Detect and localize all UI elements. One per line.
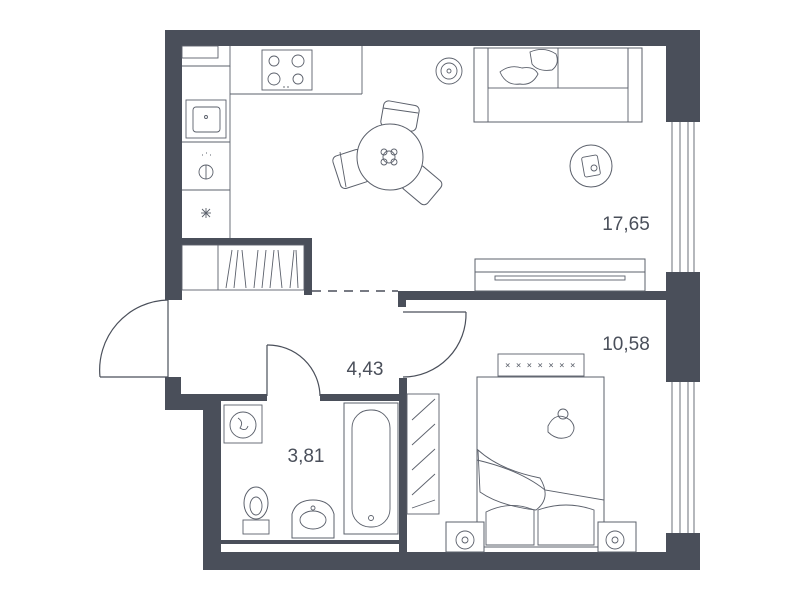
area-label-bathroom: 3,81 xyxy=(288,446,325,467)
wardrobe-hangers xyxy=(225,249,299,289)
sofa xyxy=(473,47,643,123)
bedroom-door xyxy=(402,311,467,378)
area-labels: 17,65 10,58 4,43 3,81 xyxy=(288,214,650,467)
wall-bath-bottom-strip xyxy=(221,540,399,544)
wall-left-upper xyxy=(165,30,182,300)
kitchen-sink-icon xyxy=(185,99,227,139)
bedroom-wardrobe xyxy=(406,393,440,515)
wall-top xyxy=(165,30,700,46)
wall-bath-bedroom xyxy=(399,378,407,552)
kitchen-counter-corner xyxy=(182,46,231,67)
area-label-hall: 4,43 xyxy=(347,359,384,380)
hall-wardrobe xyxy=(181,244,305,291)
cushion-two xyxy=(529,49,558,71)
wall-closet-right xyxy=(304,238,312,295)
doors xyxy=(99,290,467,397)
washbasin-icon xyxy=(291,499,335,539)
dining-table xyxy=(332,100,443,206)
wall-left-bathroom xyxy=(203,394,221,570)
wall-closet-top xyxy=(182,238,312,245)
bed-headboard-pattern: × × × × × × × xyxy=(497,353,585,377)
round-table xyxy=(356,123,424,191)
washing-machine-icon xyxy=(223,404,263,444)
wall-bath-top-left xyxy=(221,394,267,401)
pillow-left xyxy=(485,505,535,546)
bathtub-icon xyxy=(343,402,399,535)
tv-unit xyxy=(474,258,646,292)
hob-icon xyxy=(261,49,313,91)
windows xyxy=(671,122,695,533)
coffee-table xyxy=(569,144,613,188)
area-label-bedroom: 10,58 xyxy=(602,334,650,355)
floor-lamp-icon xyxy=(435,57,463,85)
wall-bedroom-top xyxy=(398,291,666,300)
bathroom-fixtures xyxy=(223,402,399,539)
window-bedroom xyxy=(671,382,695,533)
bed: × × × × × × × xyxy=(476,353,605,548)
walls xyxy=(165,30,700,570)
wall-right-middle xyxy=(666,272,700,382)
pillow-right xyxy=(537,504,595,546)
bedroom-furniture: × × × × × × × xyxy=(406,353,637,553)
bathroom-door xyxy=(266,344,321,397)
area-label-living: 17,65 xyxy=(602,214,650,235)
cushion xyxy=(499,66,539,85)
nightstand-right xyxy=(597,521,637,553)
window-living xyxy=(671,122,695,272)
table-flower-icon xyxy=(380,148,398,166)
blanket-fold xyxy=(477,448,546,511)
wall-right-upper xyxy=(666,30,700,122)
dishwasher-icon xyxy=(198,152,214,180)
living-furniture xyxy=(435,47,646,292)
entrance-door xyxy=(99,299,169,378)
toilet-icon xyxy=(242,486,270,535)
nightstand-left xyxy=(445,521,485,553)
wall-bedroom-jamb xyxy=(398,291,406,307)
fridge-icon xyxy=(201,208,211,218)
cat-icon xyxy=(547,408,575,439)
kitchen xyxy=(181,45,363,238)
wall-bottom xyxy=(203,552,700,570)
svg-text:× × × × × × ×: × × × × × × × xyxy=(505,361,575,371)
wall-bath-top-right xyxy=(320,394,406,401)
